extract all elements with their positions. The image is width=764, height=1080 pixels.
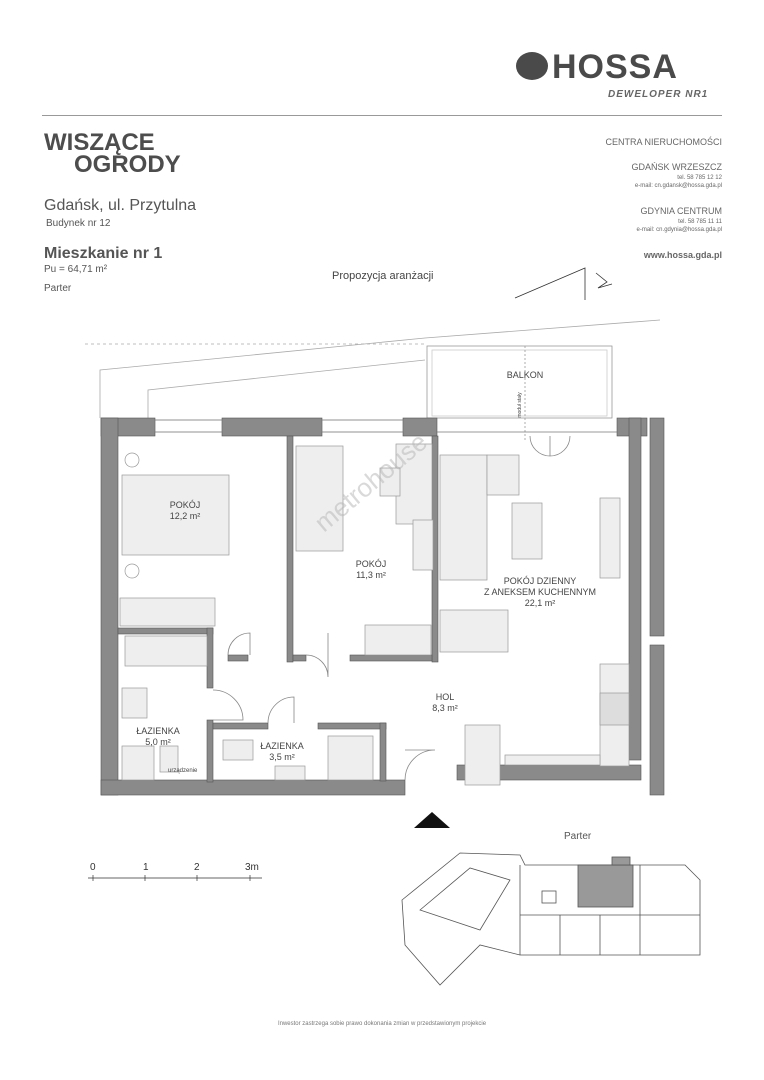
bathtub xyxy=(124,635,208,667)
hossa-logo: HOSSA xyxy=(516,50,678,84)
shower xyxy=(327,735,374,781)
website-link[interactable]: www.hossa.gda.pl xyxy=(643,250,722,260)
room-area: 12,2 m² xyxy=(169,511,201,521)
key-plan-label: Parter xyxy=(564,831,592,842)
wardrobe-2 xyxy=(364,624,432,656)
desk xyxy=(395,443,433,525)
unit-highlight xyxy=(577,864,634,908)
title-line-2: OGRODY xyxy=(74,151,181,178)
bed-2 xyxy=(295,445,344,552)
room-name: ŁAZIENKA xyxy=(260,741,304,751)
apartment-number: Mieszkanie nr 1 xyxy=(44,245,163,262)
sofa xyxy=(439,454,488,581)
room-name: POKÓJ xyxy=(355,559,387,569)
floor-level: Parter xyxy=(44,283,72,294)
brand-name: HOSSA xyxy=(552,48,678,86)
windows xyxy=(154,419,617,433)
project-title: WISZĄCE OGRODY xyxy=(44,129,181,178)
coffee-table xyxy=(511,502,543,560)
tv-unit xyxy=(599,497,621,579)
room-name: BALKON xyxy=(506,370,544,380)
scale-tick-3: 3m xyxy=(245,862,259,873)
room-name: POKÓJ xyxy=(169,500,201,510)
washbasin xyxy=(121,687,148,719)
title-line-1: WISZĄCE xyxy=(44,129,155,156)
header-divider xyxy=(42,115,722,116)
scale-tick-0: 0 xyxy=(90,862,96,873)
room-name: HOL xyxy=(435,692,455,702)
room-name: ŁAZIENKA xyxy=(136,726,180,736)
office-email[interactable]: e-mail: cn.gdansk@hossa.gda.pl xyxy=(634,183,722,189)
walls xyxy=(100,417,665,796)
location: Gdańsk, ul. Przytulna xyxy=(44,197,197,214)
plan-caption: Propozycja aranżacji xyxy=(332,270,434,282)
brand-tagline: DEWELOPER NR1 xyxy=(608,89,709,100)
contact-heading: CENTRA NIERUCHOMOŚCI xyxy=(605,137,722,147)
dining-table xyxy=(439,609,509,653)
room-area: 11,3 m² xyxy=(356,570,386,580)
wardrobe xyxy=(119,597,216,627)
room-name-2: Z ANEKSEM KUCHENNYM xyxy=(483,587,597,597)
balcony xyxy=(426,345,613,440)
scale-bar xyxy=(88,875,262,881)
room-area: 3,5 m² xyxy=(269,752,295,762)
usable-area: Pu = 64,71 m² xyxy=(44,264,108,275)
office-tel: tel. 58 785 11 11 xyxy=(678,219,722,225)
office-email[interactable]: e-mail: cn.gdynia@hossa.gda.pl xyxy=(636,227,722,233)
room-name: POKÓJ DZIENNY xyxy=(503,576,577,586)
building: Budynek nr 12 xyxy=(46,218,111,229)
footer-note: Inwestor zastrzega sobie prawo dokonania… xyxy=(277,1021,487,1027)
toilet xyxy=(159,745,179,773)
module-label: moduł stały xyxy=(517,392,523,418)
hob xyxy=(599,692,630,726)
office-name: GDYNIA CENTRUM xyxy=(640,206,722,216)
bed xyxy=(121,474,230,556)
north-arrow-icon xyxy=(514,267,613,300)
logo-mark-icon xyxy=(516,52,548,81)
device-label: urządzenie xyxy=(168,768,198,774)
furniture xyxy=(119,443,630,786)
room-area: 8,3 m² xyxy=(432,703,458,713)
key-plan xyxy=(401,852,701,986)
room-area: 5,0 m² xyxy=(145,737,171,747)
fridge xyxy=(464,724,501,786)
room-area: 22,1 m² xyxy=(524,598,556,608)
room-balcony: BALKON xyxy=(495,370,555,381)
office-tel: tel. 58 785 12 12 xyxy=(677,175,722,181)
entrance-arrow-icon xyxy=(414,812,450,828)
office-name: GDAŃSK WRZESZCZ xyxy=(631,162,722,172)
scale-tick-2: 2 xyxy=(194,862,200,873)
terrace-outline xyxy=(85,319,661,418)
doors xyxy=(212,435,571,781)
scale-tick-1: 1 xyxy=(143,862,149,873)
